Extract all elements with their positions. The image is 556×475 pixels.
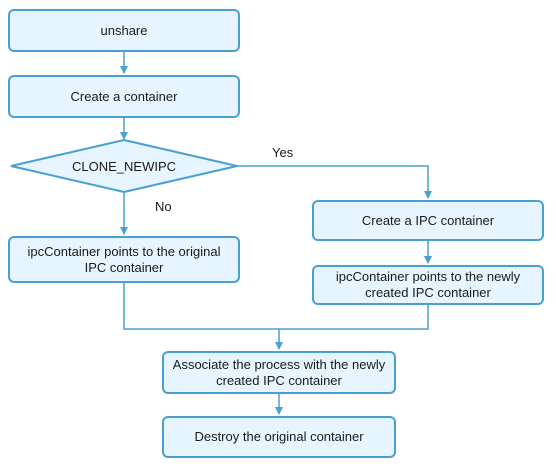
node-points-new: ipcContainer points to the newly created… [312,265,544,305]
arrow-decision-yes [237,165,432,199]
node-destroy-container: Destroy the original container [162,416,396,458]
decision-label: CLONE_NEWIPC [71,158,177,174]
node-associate-process: Associate the process with the newly cre… [162,351,396,394]
decision-diamond [10,138,238,194]
connector-points-original-merge [123,283,279,330]
node-points-original: ipcContainer points to the original IPC … [8,236,240,283]
node-create-container: Create a container [8,75,240,118]
edge-label-no: No [155,199,172,214]
node-create-ipc-container: Create a IPC container [312,200,544,241]
connector-points-new-merge [279,305,429,330]
edge-label-yes: Yes [272,145,294,160]
node-unshare: unshare [8,9,240,52]
